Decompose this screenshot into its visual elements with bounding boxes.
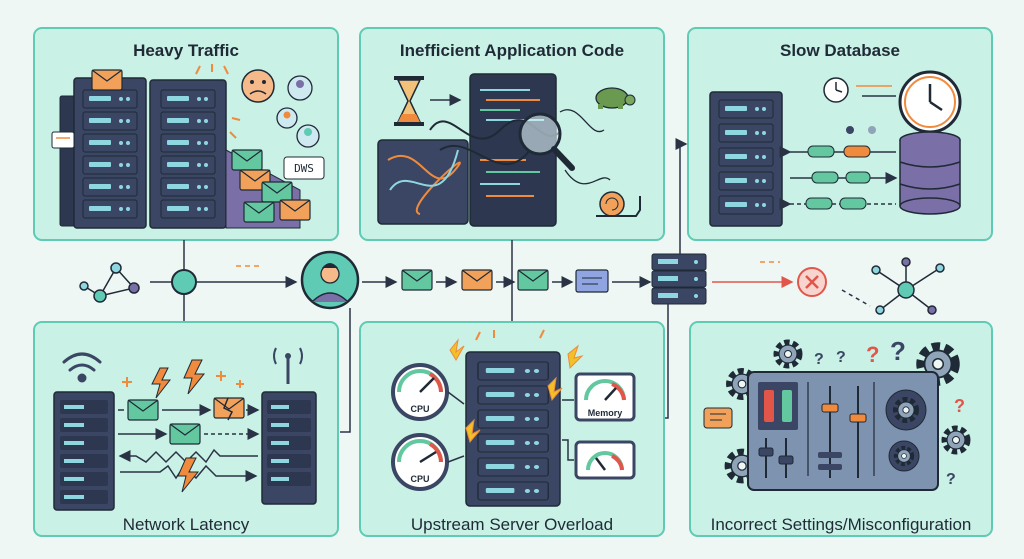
broken-envelope-icon (213, 397, 245, 421)
small-clock-icon (823, 77, 896, 103)
panel-title-slow-database: Slow Database (780, 41, 900, 60)
svg-text:DWS: DWS (294, 162, 314, 175)
panel-misconfiguration: Incorrect Settings/Misconfiguration (689, 321, 993, 537)
chat-bubble-icon (51, 131, 75, 149)
network-node-right-icon (871, 257, 945, 315)
database-server-rack (709, 91, 783, 227)
turtle-icon (595, 87, 636, 109)
panel-title-upstream-overload: Upstream Server Overload (411, 515, 613, 534)
panel-title-inefficient-code: Inefficient Application Code (400, 41, 624, 60)
settings-bubble-icon (703, 407, 733, 429)
envelope-icon (401, 269, 433, 291)
spark-marks (475, 329, 545, 341)
envelope-pile (225, 149, 311, 229)
antenna-icon (273, 347, 303, 384)
code-monitor-left (377, 139, 469, 225)
control-panel (747, 371, 939, 491)
panel-title-network-latency: Network Latency (123, 515, 250, 534)
svg-text:Memory: Memory (588, 408, 623, 418)
svg-text:CPU: CPU (410, 474, 429, 484)
svg-text:?: ? (836, 349, 846, 366)
question-marks: ? ? ? ? ? ? (814, 336, 965, 488)
burst-marks (195, 64, 241, 139)
magnifier-icon (518, 112, 575, 171)
overload-spark-icon (449, 338, 584, 444)
svg-text:?: ? (890, 336, 906, 366)
database-cylinder-icon (899, 131, 961, 215)
panel-inefficient-code: Inefficient Application Code (359, 27, 665, 241)
server-rack-left (53, 391, 115, 511)
dws-sign: DWS (283, 156, 325, 180)
sad-face-icon (241, 69, 275, 103)
server-stack-icon (651, 253, 707, 305)
query-pipes (779, 126, 898, 210)
overloaded-server-rack (465, 351, 561, 507)
middle-flow (79, 138, 945, 433)
gear-icon (945, 429, 967, 451)
level-gauge (574, 440, 636, 480)
svg-text:CPU: CPU (410, 404, 429, 414)
panel-heavy-traffic: Heavy Traffic (33, 27, 339, 241)
cpu-gauge-bottom: CPU (391, 433, 449, 491)
user-avatar-icon (276, 75, 320, 148)
server-rack-right (261, 391, 317, 505)
snail-icon (596, 191, 641, 217)
gear-icon (777, 343, 799, 365)
junction-node (171, 269, 197, 295)
svg-text:?: ? (954, 396, 965, 416)
envelope-icon (517, 269, 549, 291)
panel-upstream-overload: Upstream Server Overload CPU CPU (359, 321, 665, 537)
svg-text:?: ? (866, 342, 879, 367)
envelope-icon (127, 399, 159, 421)
envelope-icon (169, 423, 201, 445)
svg-text:?: ? (946, 471, 956, 488)
error-icon (797, 267, 827, 297)
server-rack-left (59, 77, 147, 229)
svg-text:?: ? (814, 351, 824, 368)
network-node-left-icon (79, 262, 140, 303)
panel-title-heavy-traffic: Heavy Traffic (133, 41, 239, 60)
clock-icon (898, 70, 962, 134)
server-rack-right (149, 79, 227, 229)
panel-network-latency: Network Latency (33, 321, 339, 537)
panel-slow-database: Slow Database (687, 27, 993, 241)
envelope-icon (91, 69, 123, 91)
envelope-icon (461, 269, 493, 291)
user-avatar (300, 250, 360, 310)
cpu-gauge-top: CPU (391, 363, 449, 421)
wifi-icon (62, 352, 102, 383)
hourglass-icon (394, 76, 424, 126)
lightning-icon (151, 359, 206, 493)
document-icon (575, 269, 609, 293)
memory-gauge: Memory (574, 372, 636, 422)
spark-marks (122, 371, 244, 388)
panel-title-misconfiguration: Incorrect Settings/Misconfiguration (711, 515, 972, 534)
